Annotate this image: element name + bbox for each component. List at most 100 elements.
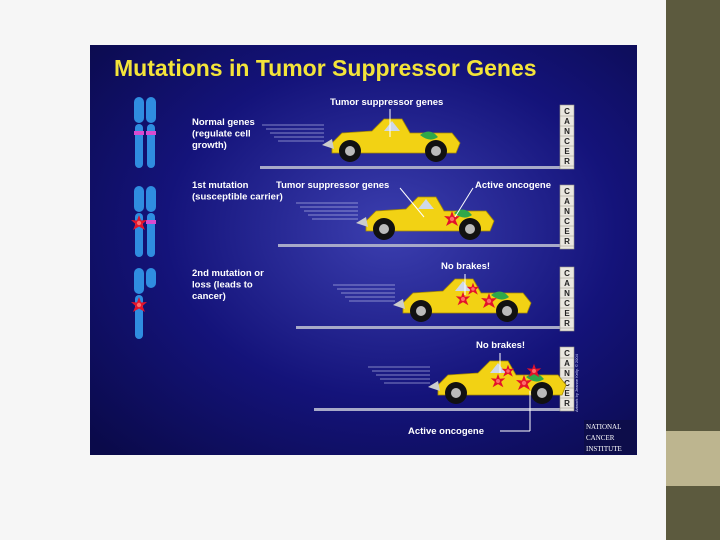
- callouts: Tumor suppressor genes: [330, 97, 443, 137]
- front-hub: [537, 388, 547, 398]
- wall-letter: R: [564, 399, 570, 408]
- wall-letter: A: [564, 197, 570, 206]
- stage-row-2: 1st mutation(susceptible carrier)CANCERT…: [131, 180, 575, 257]
- wall-letter: C: [564, 217, 570, 226]
- car-exhaust: [428, 381, 440, 391]
- chromosome-pair: [134, 97, 156, 168]
- speed-lines: [296, 202, 358, 220]
- svg-text:NATIONAL: NATIONAL: [586, 423, 621, 431]
- wall-panel: [559, 266, 575, 332]
- car-exhaust: [322, 139, 334, 149]
- stage-label: 1st mutation(susceptible carrier): [192, 180, 283, 203]
- chromosome-pair: [131, 268, 156, 339]
- callout-label: Tumor suppressor genes: [330, 97, 443, 108]
- stage-row-4: CANCER No brakes! Active oncogene: [314, 340, 575, 437]
- race-car: [428, 360, 567, 404]
- slide-side-accent: [666, 431, 720, 486]
- wall-letter: C: [564, 137, 570, 146]
- rear-hub: [379, 224, 389, 234]
- chromosome-arm: [146, 97, 156, 123]
- svg-text:INSTITUTE: INSTITUTE: [586, 445, 622, 453]
- wall-letter: C: [564, 107, 570, 116]
- wall-letter: E: [564, 147, 570, 156]
- wall-panel: [559, 184, 575, 250]
- wall-letter: C: [564, 269, 570, 278]
- chromosome-arm: [146, 186, 156, 212]
- nci-logo: NATIONAL CANCER INSTITUTE: [584, 420, 636, 454]
- chromosome-pair: [131, 186, 156, 257]
- wall-letter: N: [564, 207, 570, 216]
- chromosome-arm: [135, 124, 143, 168]
- front-hub: [465, 224, 475, 234]
- chromosome-arm: [134, 186, 144, 212]
- chromosome-arm: [147, 213, 155, 257]
- gene-band: [146, 131, 156, 135]
- chromosome-arm: [147, 124, 155, 168]
- rear-hub: [345, 146, 355, 156]
- chromosome-stub: [146, 268, 156, 288]
- car-exhaust: [393, 299, 405, 309]
- callout-leader: [399, 187, 425, 218]
- front-hub: [431, 146, 441, 156]
- wall-letter: E: [564, 227, 570, 236]
- wall-letter: C: [564, 379, 570, 388]
- race-car: [356, 196, 495, 240]
- race-car: [322, 118, 461, 162]
- wall-letter: R: [564, 157, 570, 166]
- car-cockpit: [455, 281, 471, 291]
- callout-label: Active oncogene: [475, 180, 551, 191]
- speed-lines: [333, 284, 395, 302]
- track-line: [314, 408, 560, 411]
- track-line: [296, 326, 560, 329]
- wall-letter: N: [564, 127, 570, 136]
- wall-letter: R: [564, 319, 570, 328]
- track-line: [278, 244, 560, 247]
- tumor-suppressor-figure: Mutations in Tumor Suppressor Genes Norm…: [90, 45, 637, 455]
- wall-panel: [559, 104, 575, 170]
- wall-letter: N: [564, 369, 570, 378]
- wall-letter: A: [564, 359, 570, 368]
- chromosome-arm: [134, 268, 144, 294]
- callouts: No brakes!: [441, 261, 490, 295]
- car-exhaust: [356, 217, 368, 227]
- callouts: No brakes! Active oncogene: [408, 340, 531, 437]
- car-cockpit: [384, 121, 400, 131]
- car-cockpit: [418, 199, 434, 209]
- cancer-wall: CANCER: [559, 346, 575, 412]
- figure-title: Mutations in Tumor Suppressor Genes: [114, 55, 537, 81]
- car-cockpit: [490, 363, 506, 373]
- wall-letter: C: [564, 349, 570, 358]
- wall-letter: C: [564, 187, 570, 196]
- gene-band: [146, 220, 156, 224]
- cancer-wall: CANCER: [559, 266, 575, 332]
- gene-band: [134, 131, 144, 135]
- rear-hub: [451, 388, 461, 398]
- svg-text:CANCER: CANCER: [586, 434, 615, 442]
- wall-letter: E: [564, 309, 570, 318]
- engine-part: [420, 131, 438, 140]
- wall-letter: N: [564, 289, 570, 298]
- callout-leader: [454, 187, 474, 218]
- wall-letter: C: [564, 299, 570, 308]
- wall-letter: A: [564, 279, 570, 288]
- speed-lines: [368, 366, 430, 384]
- track-line: [260, 166, 560, 169]
- callout-label: No brakes!: [476, 340, 525, 351]
- callout-label: Active oncogene: [408, 426, 484, 437]
- callout-label: No brakes!: [441, 261, 490, 272]
- wall-letter: R: [564, 237, 570, 246]
- front-hub: [502, 306, 512, 316]
- race-car: [393, 278, 532, 322]
- cancer-wall: CANCER: [559, 104, 575, 170]
- speed-lines: [262, 124, 324, 142]
- rear-hub: [416, 306, 426, 316]
- cancer-wall: CANCER: [559, 184, 575, 250]
- engine-part: [491, 291, 509, 300]
- chromosome-arm: [134, 97, 144, 123]
- wall-letter: A: [564, 117, 570, 126]
